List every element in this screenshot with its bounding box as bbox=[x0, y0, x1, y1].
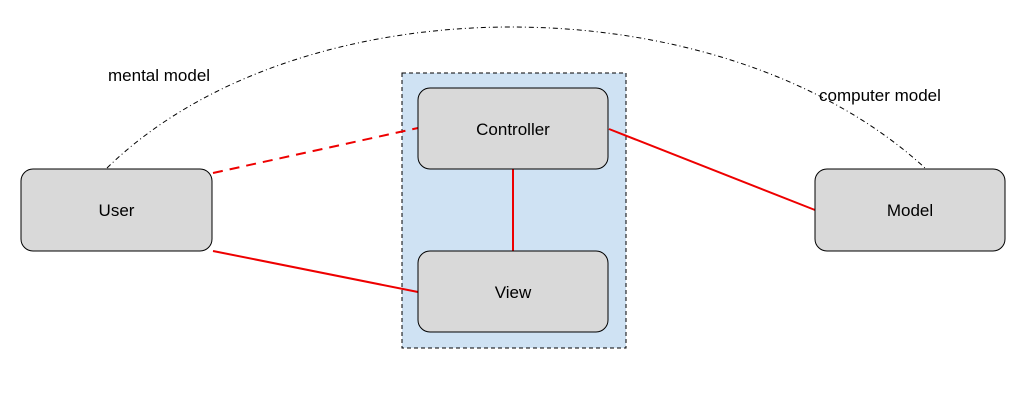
node-model: Model bbox=[814, 168, 1006, 252]
computer-model-label: computer model bbox=[819, 86, 941, 105]
edge-controller-model bbox=[608, 128, 816, 211]
node-controller: Controller bbox=[417, 87, 609, 170]
node-model-label: Model bbox=[887, 201, 933, 220]
edge-user-controller bbox=[212, 127, 419, 174]
node-view: View bbox=[417, 250, 609, 333]
edge-user-view bbox=[212, 250, 419, 293]
node-controller-label: Controller bbox=[476, 120, 550, 139]
node-view-label: View bbox=[495, 283, 532, 302]
node-user: User bbox=[20, 168, 213, 252]
mental-model-label: mental model bbox=[108, 66, 210, 85]
model-mapping-arc bbox=[106, 26, 926, 169]
node-user-label: User bbox=[99, 201, 135, 220]
